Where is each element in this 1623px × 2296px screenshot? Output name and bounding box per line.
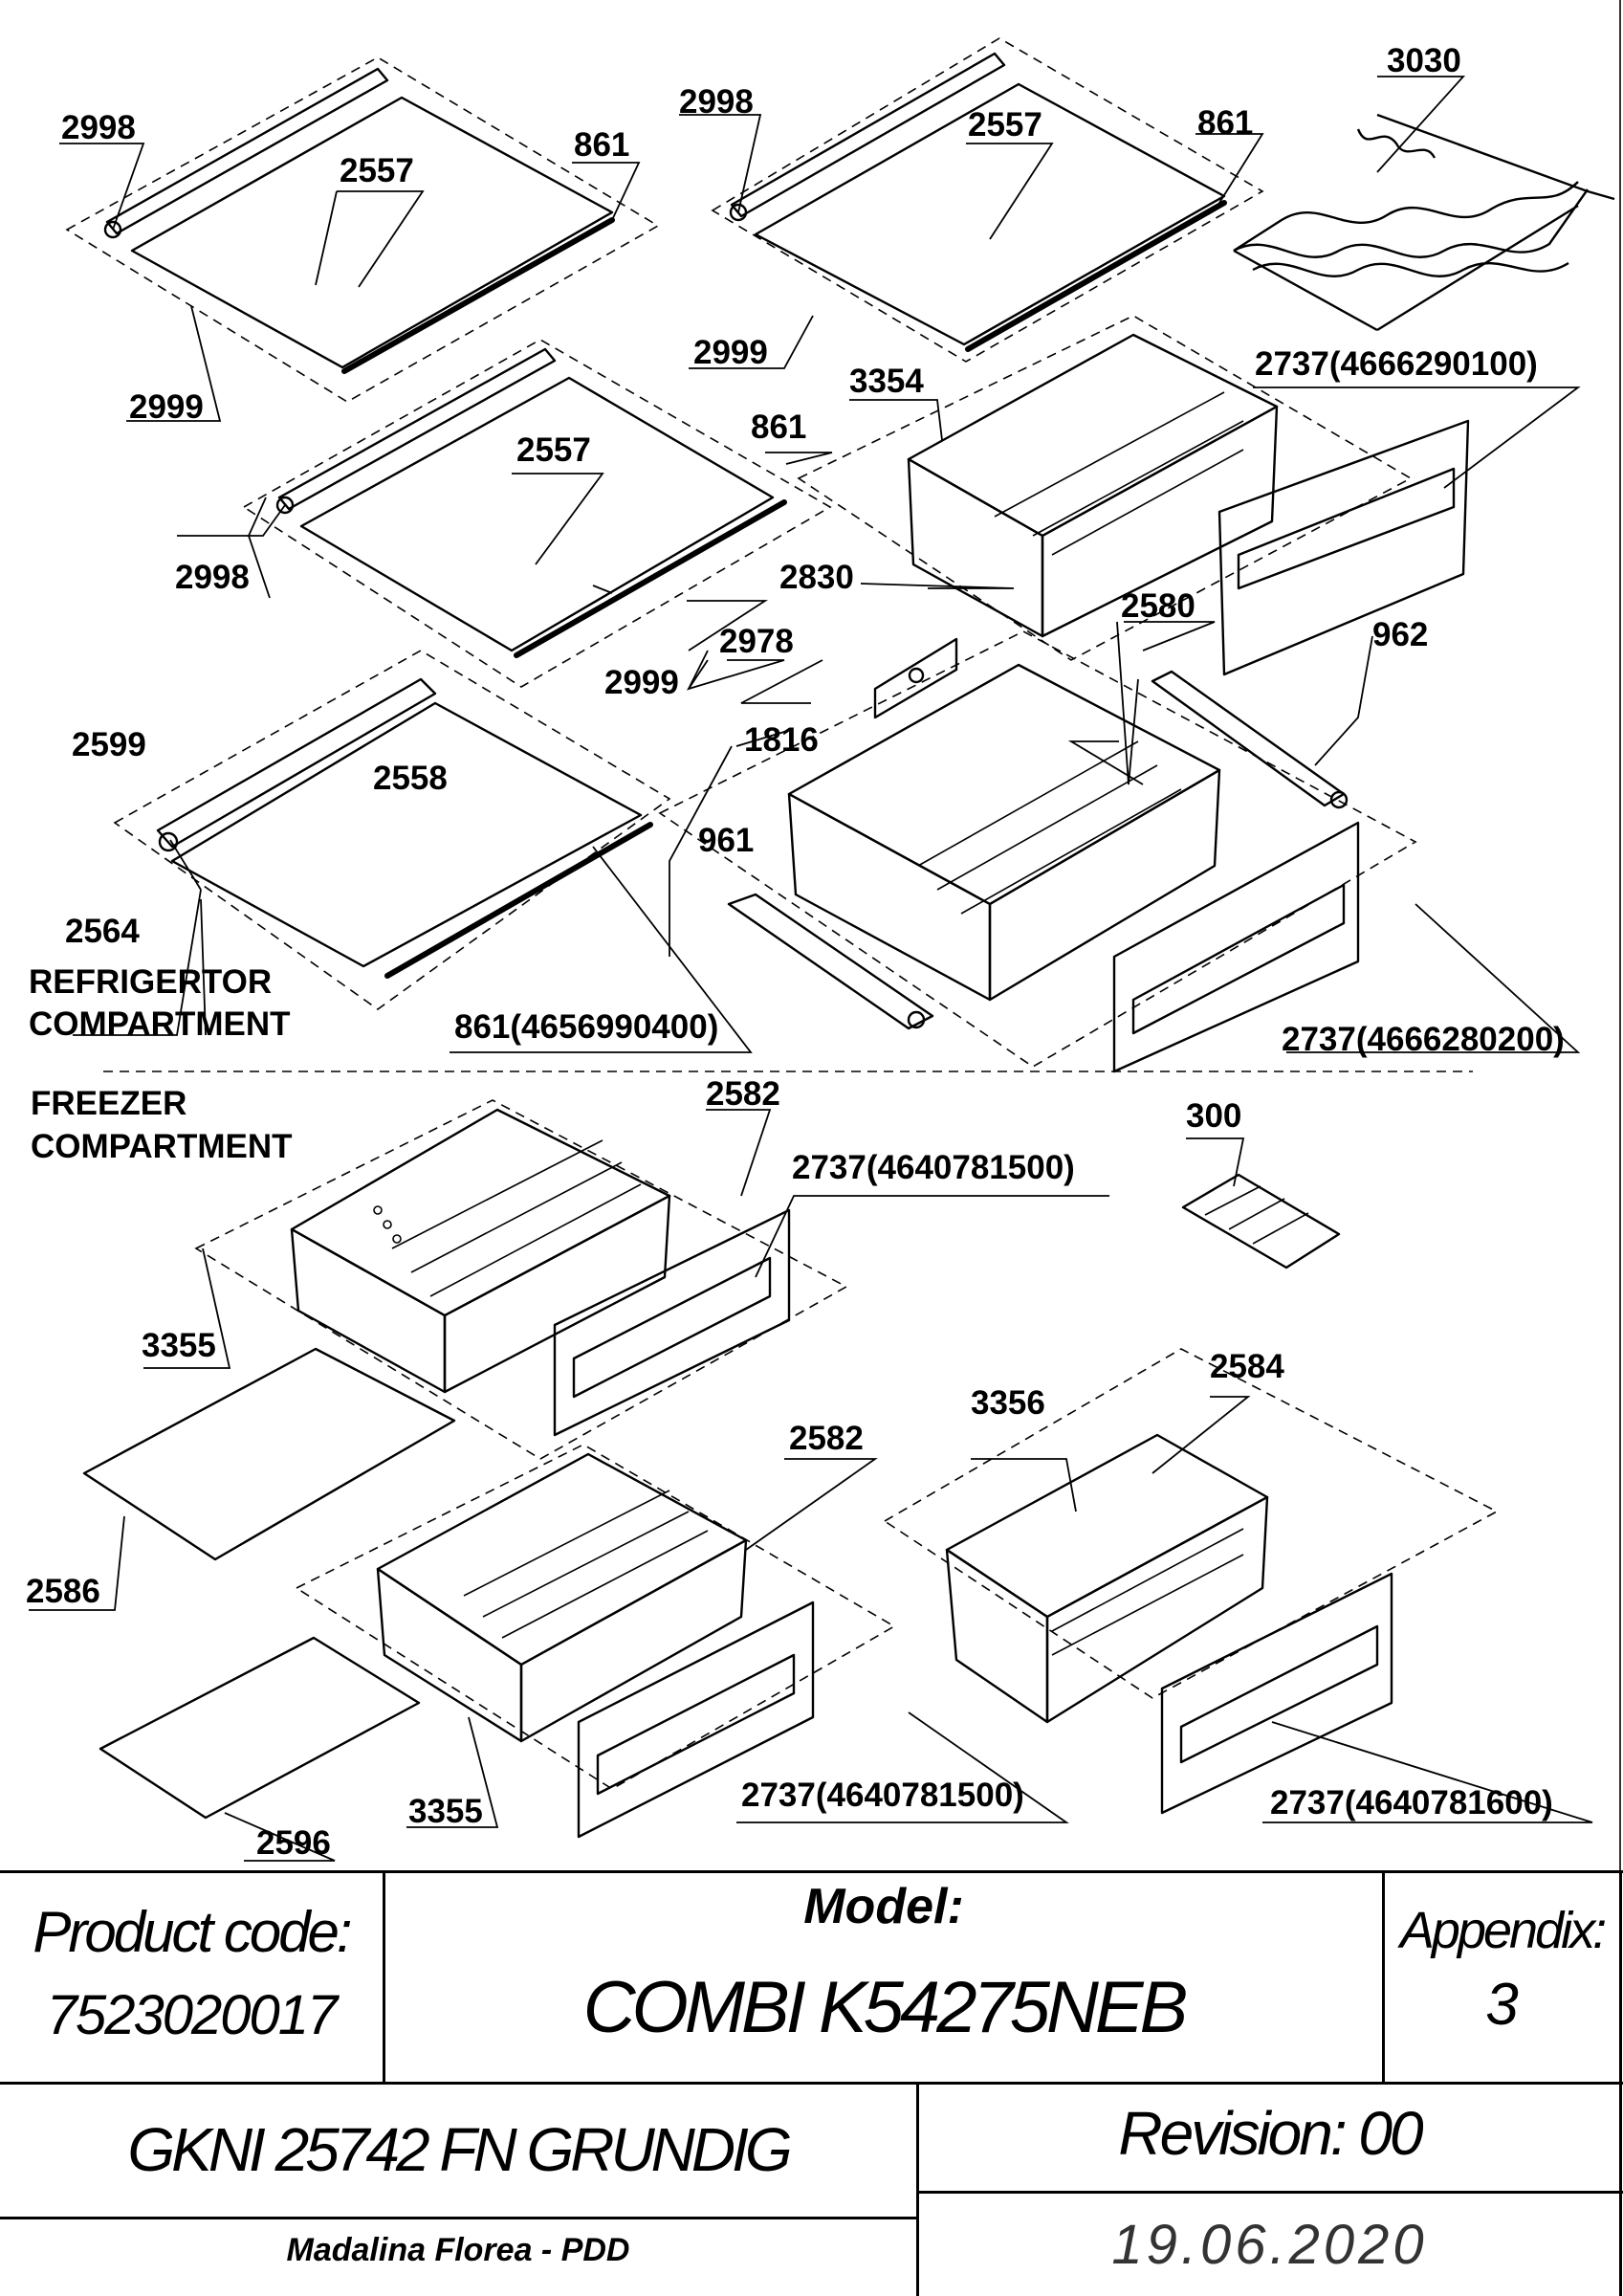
part-label: 2737(4640781500) [792, 1149, 1075, 1186]
leader-lines [29, 76, 1593, 1862]
freezer-drawer-lower [295, 1444, 896, 1839]
part-label: 300 [1186, 1097, 1241, 1135]
part-label: 2737(4640781600) [1270, 1784, 1553, 1821]
part-label: 2564 [65, 913, 140, 950]
part-label: 3030 [1387, 42, 1461, 79]
glass-shelf-top-middle [711, 37, 1264, 363]
part-label: 861 [751, 408, 806, 446]
part-label: 2557 [968, 106, 1042, 144]
freezer-glass-2586 [82, 1347, 456, 1561]
part-label: 2999 [129, 388, 204, 426]
product-name: GKNI 25742 FN GRUNDIG [127, 2115, 792, 2184]
section-refrigerator-line2: COMPARTMENT [29, 1005, 291, 1043]
part-label: 2557 [516, 431, 591, 469]
ice-tray-300 [1181, 1173, 1341, 1269]
part-label: 3354 [849, 363, 924, 400]
crisper-drawer-2580 [658, 630, 1417, 1073]
date: 19.06.2020 [1111, 2214, 1428, 2276]
product-code-label: Product code: [33, 1900, 352, 1964]
part-label: 2999 [604, 664, 679, 701]
section-refrigerator-line1: REFRIGERTOR [29, 963, 272, 1001]
glass-shelf-middle-left [242, 339, 832, 688]
part-label: 2737(4666290100) [1255, 345, 1538, 383]
appendix-value: 3 [1485, 1972, 1519, 2038]
part-label: 861(4656990400) [454, 1008, 718, 1046]
model-label: Model: [803, 1879, 964, 1934]
section-freezer-line1: FREEZER [31, 1085, 186, 1122]
section-freezer-line2: COMPARTMENT [31, 1128, 293, 1165]
freezer-glass-2596 [99, 1636, 421, 1820]
appendix-label: Appendix: [1399, 1902, 1607, 1959]
product-code-value: 7523020017 [46, 1984, 339, 2046]
part-label: 2584 [1210, 1348, 1284, 1385]
crisper-drawer-2830 [797, 315, 1470, 676]
title-block: Product code: 7523020017 Model: COMBI K5… [0, 1870, 1623, 2296]
part-label: 2586 [26, 1573, 100, 1610]
part-label: 3355 [408, 1793, 483, 1830]
model-value: COMBI K54275NEB [582, 1967, 1189, 2048]
part-label: 2998 [175, 559, 250, 596]
revision: Revision: 00 [1118, 2099, 1423, 2168]
part-label: 2582 [789, 1420, 864, 1457]
part-label: 3356 [971, 1384, 1045, 1422]
part-label: 2737(4640781500) [741, 1777, 1024, 1814]
glass-shelf-top-left [65, 56, 660, 403]
part-label: 2580 [1121, 587, 1195, 625]
part-label: 2978 [719, 623, 794, 660]
part-label: 2998 [679, 83, 754, 121]
part-label: 2599 [72, 726, 146, 763]
part-label: 2998 [61, 109, 136, 146]
part-label: 2596 [256, 1824, 331, 1862]
freezer-drawer-3356 [883, 1348, 1499, 1815]
part-label: 2830 [779, 559, 854, 596]
part-label: 962 [1372, 616, 1428, 653]
part-label: 2557 [340, 152, 414, 189]
part-label: 1816 [744, 721, 819, 759]
author: Madalina Florea - PDD [286, 2232, 630, 2268]
part-label: 861 [1197, 104, 1253, 142]
part-label: 2558 [373, 760, 448, 797]
bottle-rack-3030 [1233, 113, 1615, 332]
glass-shelf-2558 [113, 650, 671, 1010]
part-label: 861 [574, 126, 629, 164]
part-label: 2737(4666280200) [1282, 1021, 1565, 1058]
exploded-parts-diagram: REFRIGERTOR COMPARTMENT FREEZER COMPARTM… [26, 0, 1621, 1870]
drawer-rails [727, 670, 1349, 1030]
freezer-drawer-upper [194, 1099, 848, 1460]
part-label: 2582 [706, 1075, 780, 1113]
part-label: 3355 [142, 1327, 216, 1364]
part-label: 2999 [693, 334, 768, 371]
part-label: 961 [698, 822, 754, 859]
